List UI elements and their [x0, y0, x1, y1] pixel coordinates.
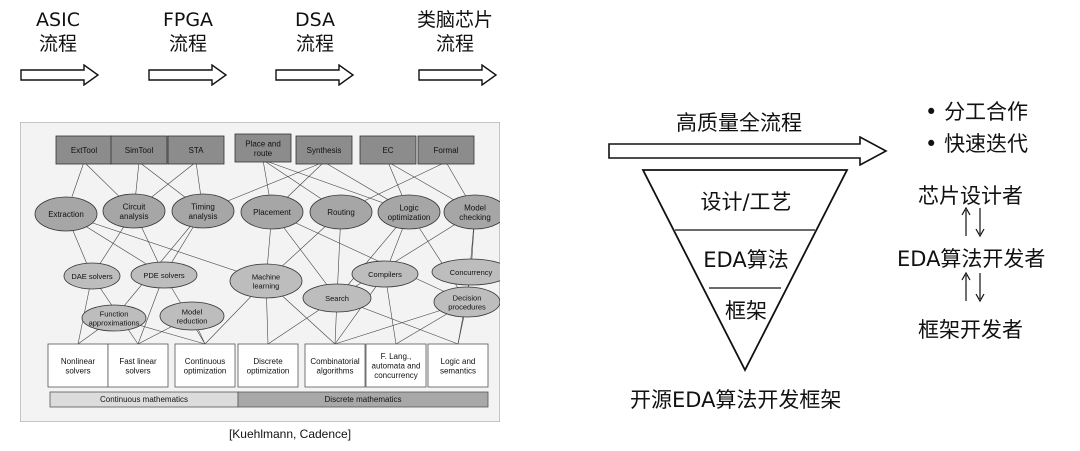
tool-box-sta [167, 135, 225, 165]
task-ellipse-extraction [34, 196, 98, 232]
diagram-edge [336, 211, 476, 299]
task-label-placement: Placement [253, 208, 292, 217]
method-label-concurrency: Concurrency [450, 268, 493, 277]
full-flow-arrow [608, 136, 888, 166]
task-label-extraction: Extraction [48, 210, 84, 219]
stage-asic-line2: 流程 [38, 33, 77, 55]
stage-fpga: FPGA 流程 [148, 8, 228, 56]
tool-label-ec: EC [382, 146, 393, 155]
stage-fpga-line1: FPGA [162, 9, 214, 31]
tool-box-place-and-route [234, 133, 292, 163]
method-ellipse-search [302, 283, 372, 313]
continuous-math-label: Continuous mathematics [100, 395, 188, 404]
method-label-compilers: Compilers [368, 270, 402, 279]
diagram-edge [65, 213, 267, 282]
stage-arrow-fpga [148, 64, 228, 86]
task-ellipse-logic-optimization [377, 194, 441, 230]
stage-arrow-dsa [275, 64, 355, 86]
role-algo-developer: EDA算法开发者 [897, 247, 1046, 271]
tool-label-simtool: SimTool [125, 146, 154, 155]
stage-dsa: DSA 流程 [275, 8, 355, 56]
task-ellipse-timing-analysis [171, 193, 235, 229]
foundation-box-discrete-optimization [237, 343, 299, 388]
stage-neuromorphic-line2: 流程 [435, 33, 474, 55]
method-ellipse-dae-solvers [63, 262, 121, 290]
method-ellipse-pde-solvers [130, 261, 198, 289]
task-ellipse-placement [240, 194, 304, 230]
framework-funnel [641, 169, 849, 372]
role-framework-developer: 框架开发者 [918, 318, 1023, 342]
stage-fpga-line2: 流程 [168, 33, 207, 55]
funnel-layer-algorithm: EDA算法 [703, 248, 789, 272]
foundation-box-nonlinear-solvers [47, 343, 109, 388]
task-ellipse-circuit-analysis [102, 193, 166, 229]
discrete-math-label: Discrete mathematics [325, 395, 402, 404]
method-label-pde-solvers: PDE solvers [143, 271, 185, 280]
task-ellipse-routing [309, 194, 373, 230]
foundation-box-fast-linear-solvers [107, 343, 169, 388]
tool-box-exttool [55, 135, 113, 165]
discrete-math-bar [237, 391, 489, 408]
foundation-box-combinatorial-algorithms [304, 343, 366, 388]
task-ellipse-model-checking [443, 194, 500, 230]
stage-asic-line1: ASIC [36, 9, 80, 31]
method-ellipse-machine-learning [229, 263, 303, 299]
citation: [Kuehlmann, Cadence] [228, 427, 352, 441]
tool-box-synthesis [295, 135, 353, 165]
tool-label-sta: STA [189, 146, 205, 155]
role-bullets: 分工合作 快速迭代 [925, 96, 1028, 160]
up-down-arrows-2 [961, 271, 985, 303]
tool-label-formal: Formal [434, 146, 459, 155]
task-label-routing: Routing [327, 208, 355, 217]
stage-arrow-asic [20, 64, 100, 86]
method-ellipse-model-reduction [159, 301, 225, 331]
stage-neuromorphic: 类脑芯片 流程 [400, 8, 510, 56]
tool-label-synthesis: Synthesis [307, 146, 342, 155]
diagram-edge [271, 211, 468, 303]
stage-dsa-line1: DSA [294, 9, 336, 31]
method-ellipse-decision-procedures [433, 286, 500, 318]
role-chip-designer: 芯片设计者 [918, 184, 1023, 208]
method-label-dae-solvers: DAE solvers [71, 272, 113, 281]
bullet-fast-iteration: 快速迭代 [925, 128, 1028, 160]
stage-neuromorphic-line1: 类脑芯片 [416, 9, 493, 31]
full-flow-label: 高质量全流程 [676, 111, 802, 135]
foundation-box-logic-and-semantics [427, 343, 489, 388]
up-down-arrows-1 [961, 206, 985, 238]
stage-arrow-neuromorphic [418, 64, 498, 86]
tool-box-ec [359, 135, 417, 165]
stage-asic: ASIC 流程 [18, 8, 98, 56]
foundation-box-f-lang-automata-and-concurrency [365, 343, 427, 388]
tool-box-simtool [110, 135, 168, 165]
bullet-collaboration: 分工合作 [925, 96, 1028, 128]
foundation-box-continuous-optimization [174, 343, 236, 388]
tool-label-exttool: ExtTool [71, 146, 97, 155]
stage-dsa-line2: 流程 [295, 33, 334, 55]
funnel-caption: 开源EDA算法开发框架 [630, 388, 842, 412]
method-ellipse-compilers [351, 260, 419, 288]
funnel-layer-design: 设计/工艺 [700, 190, 792, 214]
method-ellipse-function-approximations [81, 304, 147, 332]
tool-box-formal [417, 135, 475, 165]
method-label-search: Search [325, 294, 349, 303]
method-ellipse-concurrency [431, 258, 500, 286]
funnel-layer-framework: 框架 [725, 299, 767, 323]
